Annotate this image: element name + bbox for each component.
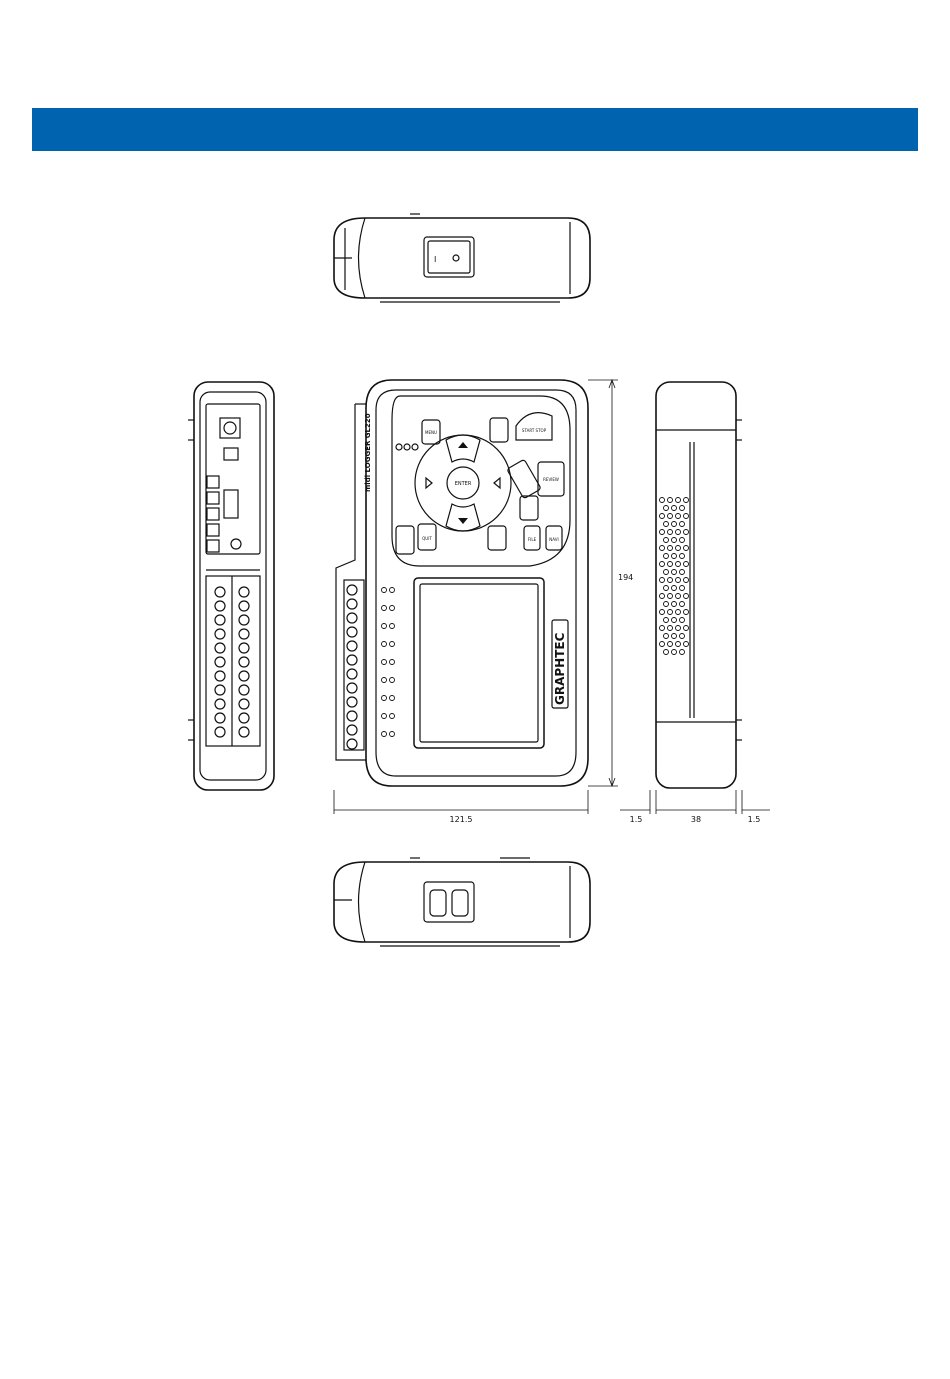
- vent-holes-left: [382, 588, 395, 737]
- right-side-view: [656, 382, 742, 788]
- quit-label: QUIT: [422, 536, 432, 541]
- dimension-lines: [334, 380, 770, 814]
- review-label: REVIEW: [543, 477, 559, 482]
- left-side-view: [188, 382, 274, 790]
- top-view: I: [334, 214, 590, 302]
- dimension-depth-side-a: 1.5: [630, 815, 643, 824]
- dimension-height: 194: [618, 573, 633, 582]
- dimension-depth-side-b: 1.5: [748, 815, 761, 824]
- enter-label: ENTER: [455, 481, 472, 487]
- menu-label: MENU: [425, 430, 437, 435]
- svg-text:I: I: [434, 255, 436, 264]
- file-label: FILE: [528, 537, 537, 542]
- navi-label: NAVI: [549, 537, 558, 542]
- model-label: midi LOGGER GL220: [364, 413, 372, 492]
- dimension-width: 121.5: [450, 815, 473, 824]
- front-view: GRAPHTEC midi LOGGER GL220 START STOP ME…: [336, 380, 588, 786]
- start-stop-label: START STOP: [522, 428, 547, 433]
- brand-label: GRAPHTEC: [553, 632, 567, 705]
- dimension-depth: 38: [691, 815, 701, 824]
- front-left-terminals: [344, 580, 364, 750]
- bottom-view: [334, 858, 590, 946]
- vent-holes-right: [660, 498, 689, 655]
